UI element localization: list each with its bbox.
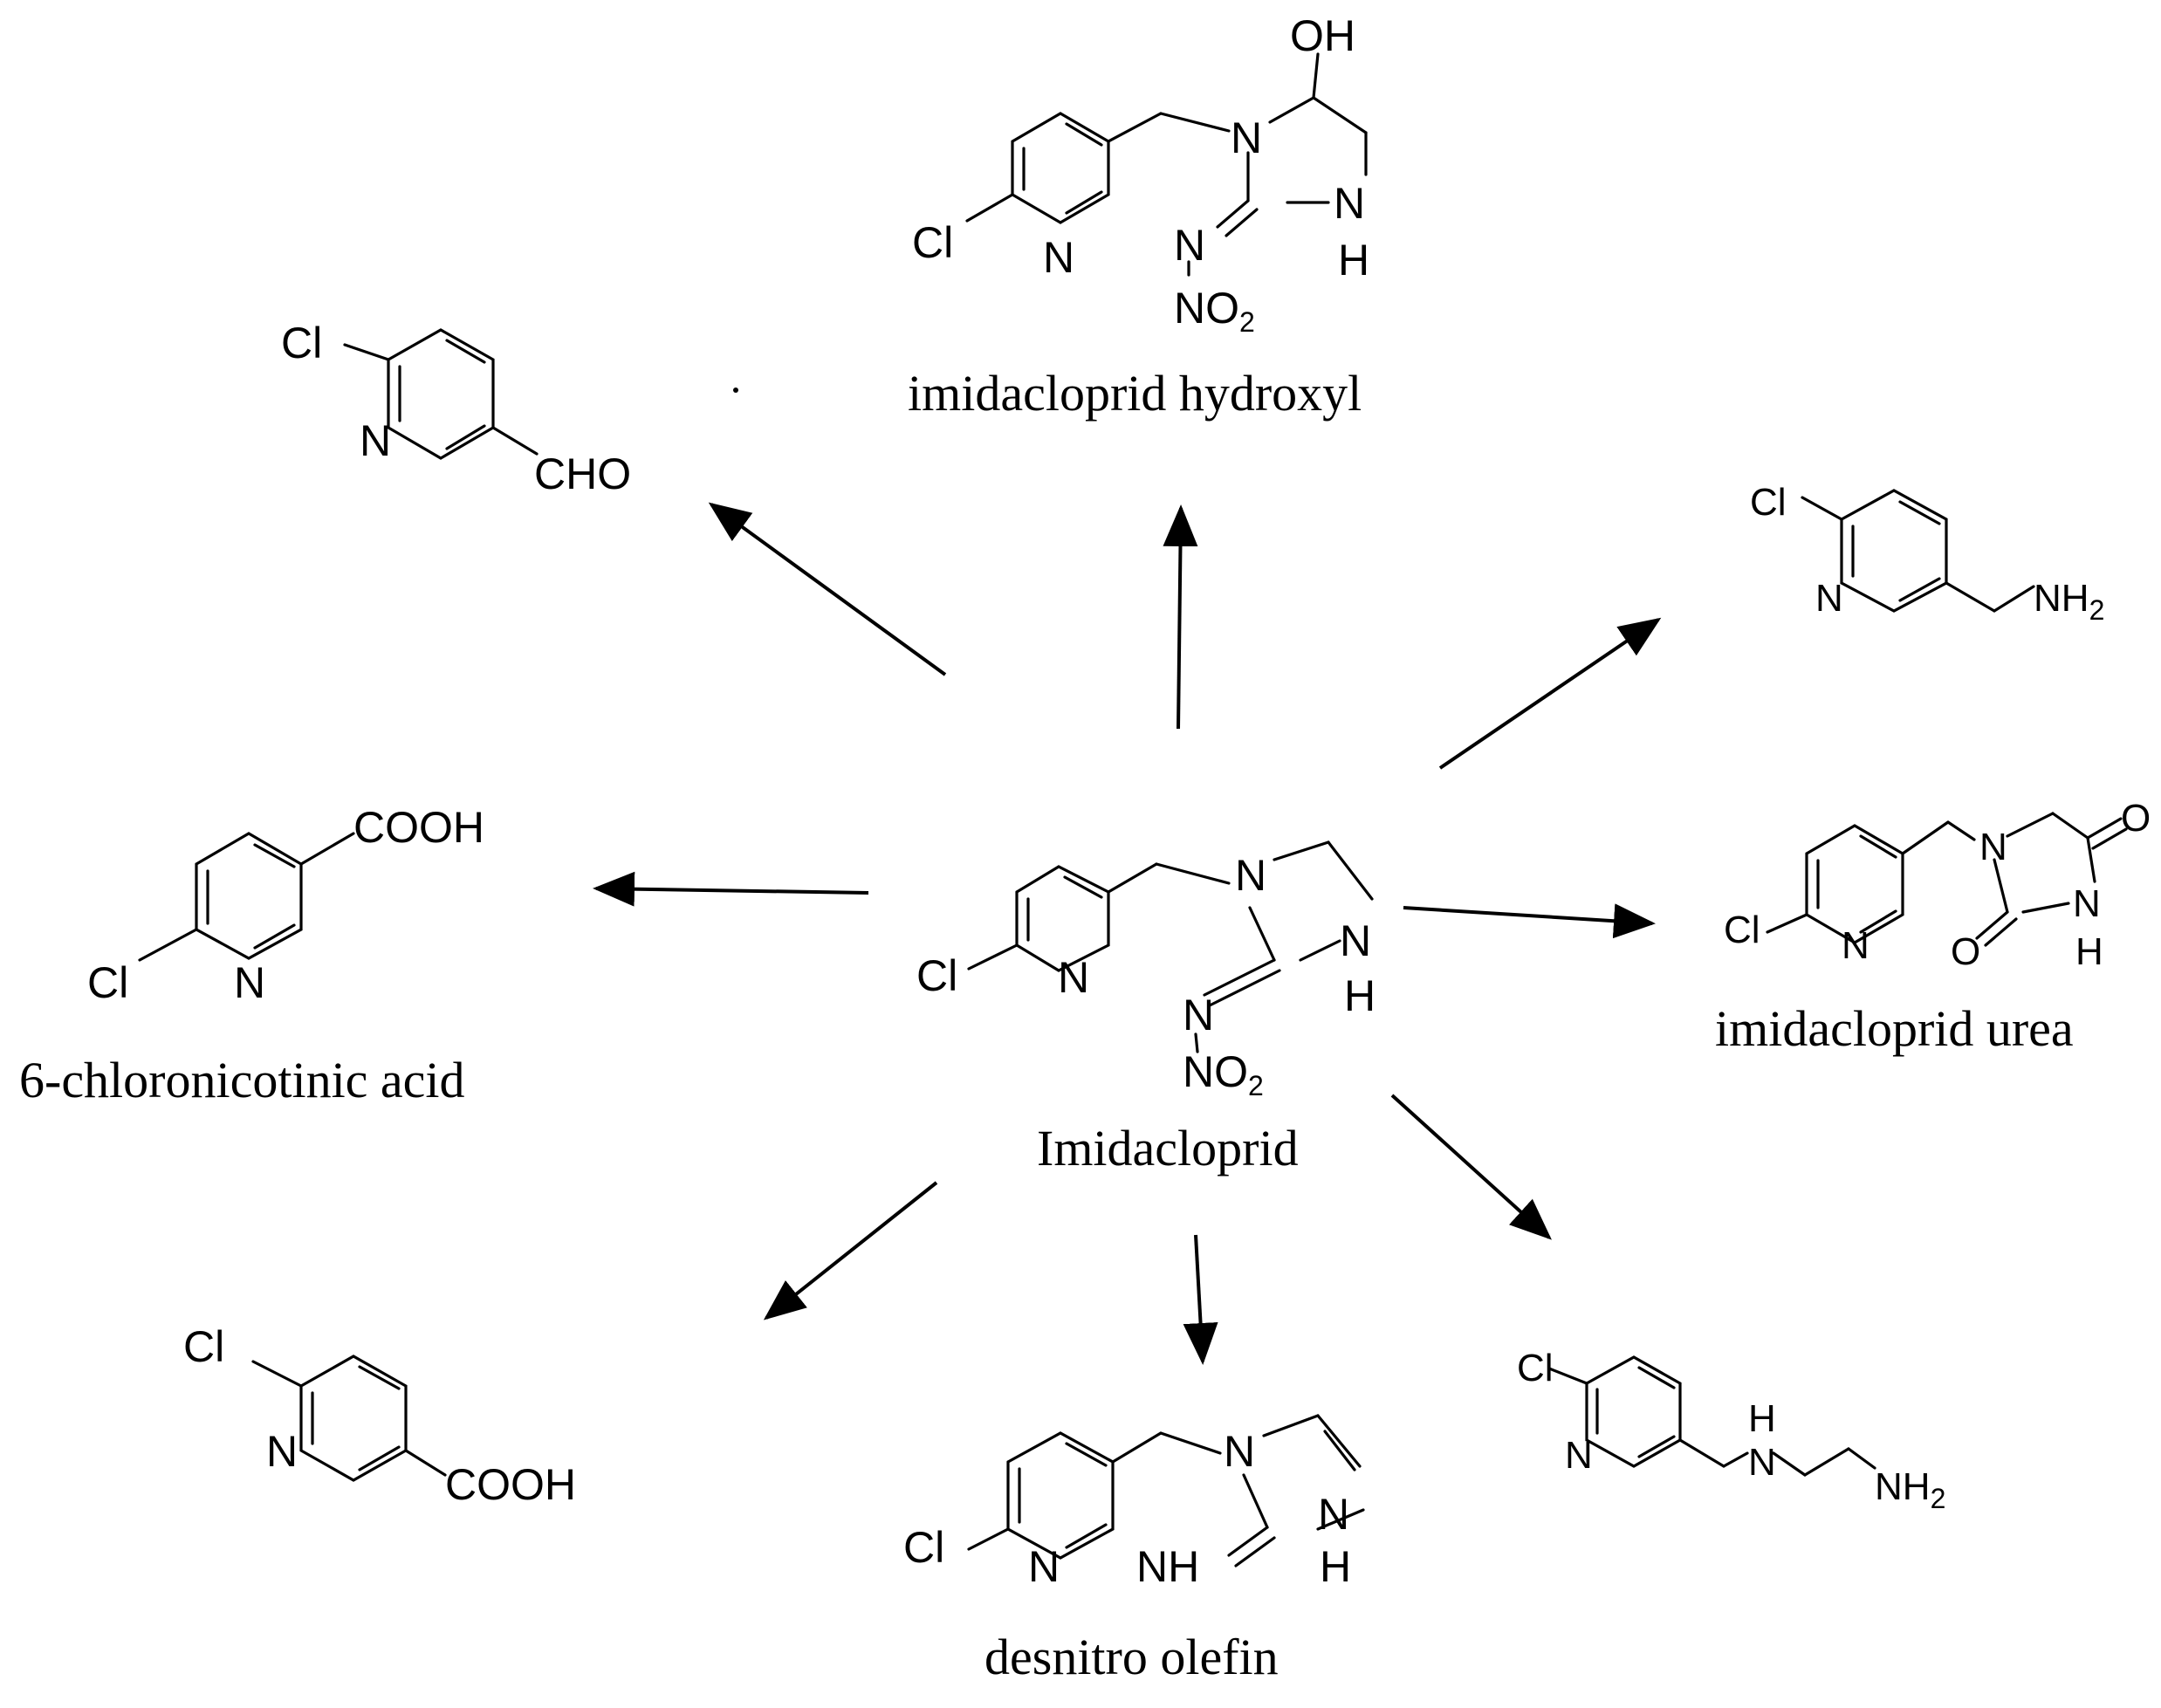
compound-6-chloronicotinic-acid: COOH Cl N 6-chloronicotinic acid	[19, 803, 484, 1108]
hydroxyl-oh-label: OH	[1290, 11, 1355, 60]
urea-nh-n-label: N	[2073, 882, 2101, 925]
acid-cl-label: Cl	[87, 958, 128, 1007]
desnitro-compound-name: desnitro olefin	[984, 1629, 1279, 1685]
center-ring-n-label: N	[1235, 851, 1266, 900]
urea-pyridine-n-label: N	[1842, 924, 1869, 967]
compound-ethylenediamine-derivative: Cl N H N NH2	[1517, 1347, 1945, 1514]
desnitro-imine-nh-label: NH	[1136, 1542, 1199, 1591]
ethylenediamine-nh2-label: NH2	[1875, 1465, 1945, 1514]
aldehyde-cl-label: Cl	[281, 319, 322, 367]
hydroxyl-bonds	[965, 52, 1368, 277]
acid-compound-name: 6-chloronicotinic acid	[19, 1052, 465, 1108]
arrow-to-ethylenediamine	[1390, 1094, 1552, 1240]
arrow-to-hydroxyl	[1163, 504, 1198, 730]
center-pyridine-n-label: N	[1058, 953, 1089, 1002]
acid-cooh-label: COOH	[353, 803, 484, 852]
arrow-to-aminomethyl	[1438, 617, 1662, 770]
hydroxyl-nitro-label: NO2	[1174, 284, 1255, 338]
hydroxyl-nh-n-label: N	[1334, 179, 1365, 228]
center-nh-h-label: H	[1344, 971, 1375, 1020]
ethylenediamine-nh-n-label: N	[1748, 1441, 1776, 1484]
arrow-to-aldehyde	[708, 502, 947, 676]
hydroxyl-compound-name: imidacloprid hydroxyl	[908, 365, 1362, 422]
lower-left-acid-cooh-label: COOH	[445, 1460, 576, 1509]
urea-compound-name: imidacloprid urea	[1715, 1000, 2074, 1057]
ethylenediamine-nh-h-label: H	[1748, 1397, 1776, 1440]
compound-imidacloprid-hydroxyl: OH N Cl N N H N NO2 imidacloprid hydroxy…	[908, 11, 1369, 422]
hydroxyl-nh-h-label: H	[1338, 236, 1369, 285]
compound-aldehyde: Cl N CHO	[281, 319, 631, 498]
aminomethyl-bonds	[1801, 489, 2035, 613]
aminomethyl-nh2-label: NH2	[2034, 577, 2104, 626]
urea-nh-h-label: H	[2075, 930, 2103, 973]
lower-left-acid-cl-label: Cl	[183, 1322, 224, 1371]
aminomethyl-n-label: N	[1815, 577, 1843, 620]
center-bonds	[967, 840, 1374, 1053]
acid-bonds	[138, 832, 355, 962]
arrow-to-acid	[593, 871, 869, 907]
desnitro-nh-n-label: N	[1318, 1490, 1349, 1539]
desnitro-nh-h-label: H	[1320, 1542, 1351, 1591]
desnitro-bonds	[967, 1414, 1365, 1567]
ethylenediamine-pyridine-n-label: N	[1565, 1434, 1593, 1477]
center-nh-n-label: N	[1340, 916, 1371, 965]
center-nitro-label: NO2	[1183, 1047, 1264, 1101]
urea-bottom-o-label: O	[1951, 930, 1980, 973]
lower-left-acid-bonds	[251, 1355, 447, 1482]
reaction-arrows	[593, 502, 1662, 1365]
arrow-to-desnitro	[1183, 1234, 1218, 1365]
lower-left-acid-n-label: N	[266, 1427, 298, 1476]
hydroxyl-pyridine-n-label: N	[1043, 233, 1074, 282]
ethylenediamine-bonds	[1547, 1355, 1876, 1477]
desnitro-cl-label: Cl	[903, 1523, 944, 1572]
aldehyde-n-label: N	[360, 416, 391, 465]
arrow-to-urea	[1403, 903, 1656, 939]
urea-bonds	[1766, 812, 2128, 947]
aldehyde-cho-label: CHO	[534, 449, 631, 498]
urea-top-o-label: O	[2121, 797, 2151, 840]
center-imine-n-label: N	[1183, 991, 1214, 1039]
acid-n-label: N	[234, 958, 265, 1007]
compound-imidacloprid-urea: Cl N N O N H O imidacloprid urea	[1715, 797, 2151, 1057]
center-compound-name: Imidacloprid	[1037, 1120, 1299, 1176]
hydroxyl-imine-n-label: N	[1174, 221, 1205, 270]
desnitro-pyridine-n-label: N	[1028, 1542, 1060, 1591]
aldehyde-bonds	[343, 328, 539, 460]
ethylenediamine-cl-label: Cl	[1517, 1347, 1554, 1389]
compound-imidacloprid: Cl N N N H N NO2 Imidacloprid	[916, 840, 1375, 1176]
aminomethyl-cl-label: Cl	[1750, 481, 1787, 524]
compound-desnitro-olefin: N Cl N NH N H desnitro olefin	[903, 1414, 1365, 1685]
urea-ring-n-label: N	[1979, 826, 2007, 868]
compound-lower-left-acid: Cl N COOH	[183, 1322, 576, 1509]
hydroxyl-ring-n-label: N	[1231, 113, 1262, 162]
arrow-to-lower-left	[763, 1181, 938, 1320]
stray-dot	[733, 388, 738, 393]
urea-cl-label: Cl	[1724, 909, 1760, 951]
compound-aminomethyl-pyridine: Cl N NH2	[1750, 481, 2104, 626]
hydroxyl-cl-label: Cl	[912, 218, 953, 267]
desnitro-ring-n-label: N	[1224, 1427, 1255, 1476]
center-cl-label: Cl	[916, 951, 957, 1000]
